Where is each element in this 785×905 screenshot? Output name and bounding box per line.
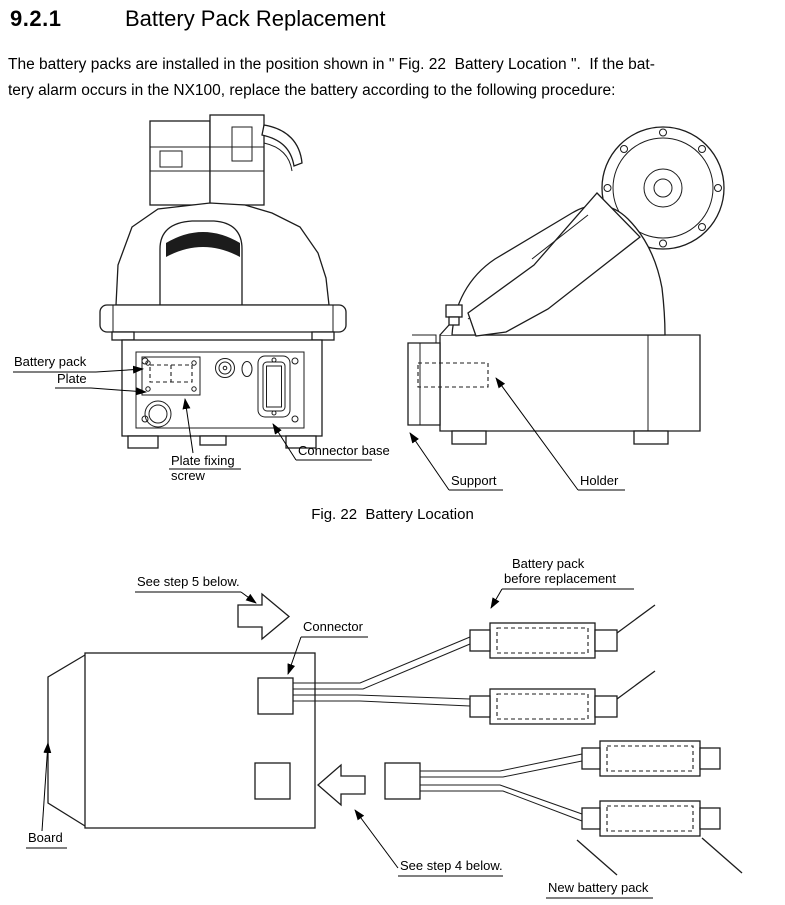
old-pack-wires <box>293 636 471 707</box>
connector-base-part <box>257 355 291 418</box>
step4-block-arrow-icon <box>317 763 366 807</box>
section-number: 9.2.1 <box>10 6 62 31</box>
battery-replacement-drawing: See step 5 below. Battery pack before re… <box>26 556 743 899</box>
side-connector-boxes <box>445 304 463 326</box>
battery-before-callout: Battery pack before replacement <box>490 556 634 609</box>
board-connector-top <box>257 677 294 715</box>
connector-leader-line <box>287 636 302 675</box>
robot-front-base-flange <box>99 304 347 341</box>
plate-leader-line <box>90 387 147 396</box>
battery-pack-before-replacement-drawing <box>469 604 656 725</box>
support-label: Support <box>451 473 497 488</box>
see-step4-callout: See step 4 below. <box>354 809 503 877</box>
support-bracket <box>407 334 441 426</box>
robot-front-arm <box>149 114 303 206</box>
board-leader-line <box>41 742 52 832</box>
section-title: Battery Pack Replacement <box>125 6 386 31</box>
support-callout: Support <box>409 432 503 491</box>
robot-front-pedestal <box>121 339 323 449</box>
plate-fixing-screw-label-line1: Plate fixing <box>171 453 235 468</box>
plate-label: Plate <box>57 371 87 386</box>
see-step5-leader-line <box>240 591 257 604</box>
board-label: Board <box>28 830 63 845</box>
battery-pack-front-location <box>149 364 193 383</box>
new-pack-connector <box>384 762 421 800</box>
see-step5-label: See step 5 below. <box>137 574 240 589</box>
battery-before-label-line1: Battery pack <box>512 556 585 571</box>
battery-pack-label: Battery pack <box>14 354 87 369</box>
step5-block-arrow-icon <box>237 592 291 641</box>
plate-fixing-screw-label-line2: screw <box>171 468 206 483</box>
section-heading: 9.2.1 Battery Pack Replacement <box>10 6 385 32</box>
battery-pack-leader-line <box>95 365 144 374</box>
new-battery-pack-callout: New battery pack <box>546 880 653 899</box>
battery-pack-callout: Battery pack <box>13 354 144 374</box>
intro-line-2: tery alarm occurs in the NX100, replace … <box>8 82 616 99</box>
new-battery-pack-label: New battery pack <box>548 880 649 895</box>
holder-location <box>417 362 489 388</box>
connector-base-label: Connector base <box>298 443 390 458</box>
holder-callout: Holder <box>495 377 625 491</box>
new-pack-wires <box>420 753 583 822</box>
connector-callout: Connector <box>287 619 368 675</box>
connector-label: Connector <box>303 619 364 634</box>
round-connector <box>215 358 253 378</box>
plate-fixing-screw-callout: Plate fixing screw <box>169 398 241 483</box>
intro-line-1: The battery packs are installed in the p… <box>8 56 655 73</box>
board-callout: Board <box>26 742 67 849</box>
see-step4-label: See step 4 below. <box>400 858 503 873</box>
robot-front-view <box>99 114 347 449</box>
robot-front-shoulder <box>115 202 330 306</box>
intro-paragraph: The battery packs are installed in the p… <box>8 52 780 104</box>
connector-base-callout: Connector base <box>272 423 390 461</box>
plate-fixing-screw-leader-line <box>182 398 194 454</box>
shoulder-flange <box>601 126 725 250</box>
replacement-callouts: See step 5 below. Battery pack before re… <box>26 556 653 899</box>
support-leader-line <box>409 432 450 491</box>
see-step4-leader-line <box>354 809 399 869</box>
robot-side-arm <box>467 192 641 337</box>
holder-leader-line <box>495 377 579 491</box>
battery-before-leader-line <box>490 588 503 609</box>
fig22-caption: Fig. 22 Battery Location <box>311 506 474 523</box>
fig22-battery-location-drawing: Battery pack Plate Plate fixing screw Co… <box>13 114 725 491</box>
robot-side-view <box>407 126 725 445</box>
plate-callout: Plate <box>55 371 147 396</box>
holder-label: Holder <box>580 473 619 488</box>
battery-plate <box>141 356 201 396</box>
battery-before-label-line2: before replacement <box>504 571 616 586</box>
panel-grommet <box>144 400 172 428</box>
fig22-callouts: Battery pack Plate Plate fixing screw Co… <box>13 354 625 491</box>
board-connector-bottom <box>254 762 291 800</box>
connector-base-leader-line <box>272 423 297 461</box>
see-step5-callout: See step 5 below. <box>135 574 257 604</box>
new-battery-pack-drawing <box>576 740 743 876</box>
